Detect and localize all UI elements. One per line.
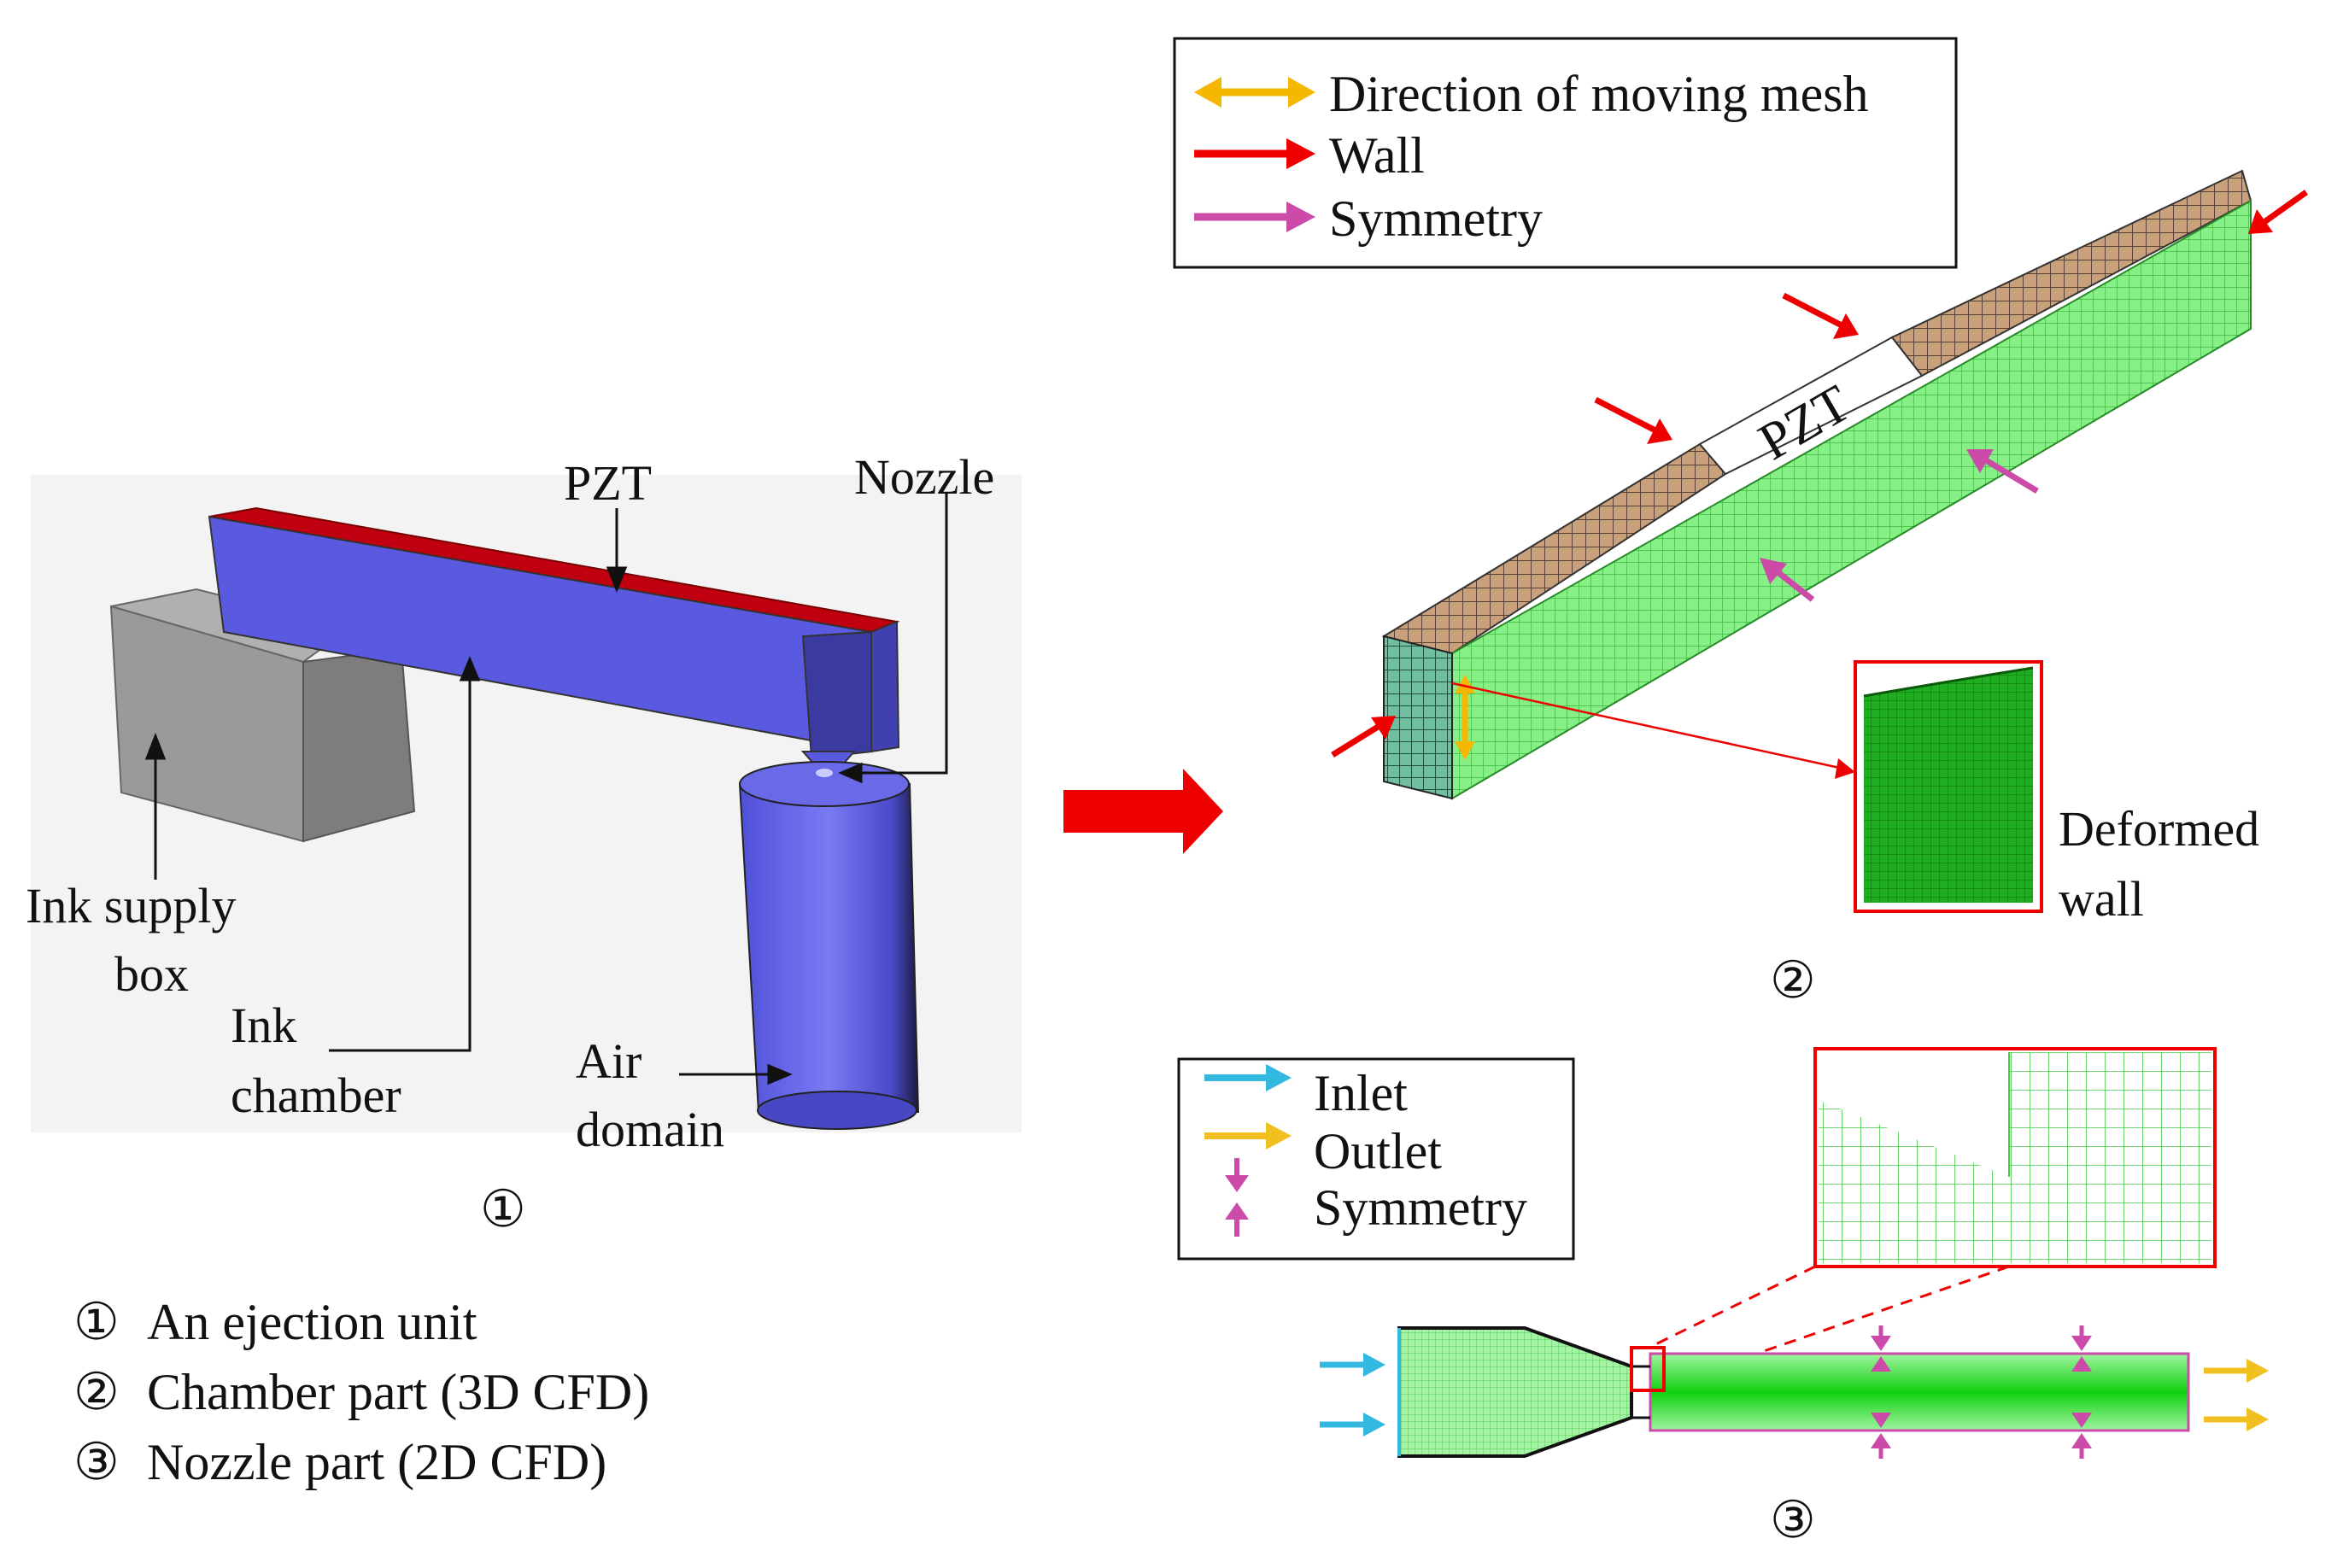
zoom-pointer-line xyxy=(1451,682,1844,770)
label-air-line1: Air xyxy=(576,1033,641,1089)
caption-list: ① An ejection unit ② Chamber part (3D CF… xyxy=(73,1294,649,1490)
chamber-mesh-3d: PZT xyxy=(1381,169,2252,800)
outlet-arrow-1 xyxy=(2204,1359,2269,1383)
zoom-dashed-line-1 xyxy=(1648,1265,1816,1349)
air-domain-pointer-arrowhead xyxy=(767,1063,793,1085)
wall-arrow-end-left xyxy=(1331,716,1396,758)
inlet-arrow-1 xyxy=(1320,1353,1385,1377)
symmetry-arrows-2d xyxy=(1871,1325,2092,1459)
symmetry-arrow-2 xyxy=(1760,558,1815,602)
ink-chamber-beam xyxy=(208,506,900,774)
deformed-wall-inset xyxy=(1854,660,2043,913)
wall-arrow-icon xyxy=(1194,138,1315,169)
opposing-arrows-icon xyxy=(1225,1158,1249,1237)
label-ink-chamber-line2: chamber xyxy=(231,1068,401,1123)
inlet-arrows xyxy=(1320,1353,1385,1436)
panel1-number: ① xyxy=(480,1181,526,1237)
panel3-number: ③ xyxy=(1770,1492,1816,1548)
outlet-arrows xyxy=(2204,1359,2269,1431)
nozzle-mesh-2d xyxy=(1397,1326,2190,1458)
caption-2-text: Chamber part (3D CFD) xyxy=(147,1364,649,1420)
legend-symmetry-2d-label: Symmetry xyxy=(1314,1179,1527,1236)
wall-arrows xyxy=(1331,190,2309,758)
label-air-line2: domain xyxy=(576,1102,724,1157)
label-pzt: PZT xyxy=(564,455,652,511)
legend-symmetry-label: Symmetry xyxy=(1329,190,1543,247)
legend-wall-label: Wall xyxy=(1329,127,1425,184)
wall-arrow-top-1 xyxy=(1594,396,1672,444)
transition-arrow-icon xyxy=(1063,769,1223,854)
label-ink-chamber-line1: Ink xyxy=(231,998,296,1053)
air-domain-cylinder xyxy=(738,761,920,1130)
legend-inlet-label: Inlet xyxy=(1314,1065,1408,1121)
panel-ejection-unit: PZT Nozzle Ink supply box Ink chamber Ai… xyxy=(26,449,1022,1237)
caption-2-marker: ② xyxy=(73,1364,120,1420)
symmetry-pair-top-2 xyxy=(2071,1325,2092,1372)
legend-chamber: Direction of moving mesh Wall Symmetry xyxy=(1173,37,1958,269)
caption-1-text: An ejection unit xyxy=(147,1294,477,1350)
moving-mesh-arrow-icon xyxy=(1455,675,1475,760)
ink-supply-pointer-arrowhead xyxy=(144,732,167,760)
panel2-number: ② xyxy=(1770,952,1816,1009)
outlet-arrow-icon xyxy=(1204,1122,1292,1150)
legend-nozzle: Inlet Outlet Symmetry xyxy=(1177,1057,1575,1261)
pzt-strip xyxy=(1698,336,1924,476)
deformed-wall-label-line1: Deformed xyxy=(2059,801,2259,857)
zoom-marker-box xyxy=(1630,1346,1666,1392)
zoom-pointer-arrowhead xyxy=(1835,758,1855,779)
label-nozzle: Nozzle xyxy=(854,449,994,505)
caption-3-marker: ③ xyxy=(73,1434,120,1490)
pzt-pointer-arrowhead xyxy=(606,566,628,594)
nozzle-pointer-arrowhead xyxy=(838,762,863,784)
deformed-wall-label-line2: wall xyxy=(2059,871,2144,927)
inlet-arrow-2 xyxy=(1320,1413,1385,1436)
panel-chamber-3d: Direction of moving mesh Wall Symmetry P… xyxy=(1173,37,2309,1009)
double-arrow-icon xyxy=(1194,77,1315,108)
symmetry-pair-bottom-2 xyxy=(2071,1413,2092,1459)
panel1-leader-lines xyxy=(144,494,948,1085)
legend-outlet-label: Outlet xyxy=(1314,1123,1442,1179)
outlet-arrow-2 xyxy=(2204,1407,2269,1431)
caption-3-text: Nozzle part (2D CFD) xyxy=(147,1434,606,1490)
symmetry-pair-top-1 xyxy=(1871,1325,1891,1372)
label-ink-supply-line1: Ink supply xyxy=(26,878,237,933)
ink-chamber-pointer-arrowhead xyxy=(459,656,481,682)
inlet-arrow-icon xyxy=(1204,1064,1292,1091)
symmetry-arrows-3d xyxy=(1760,449,2039,602)
caption-1-marker: ① xyxy=(73,1294,120,1350)
legend-moving-mesh-label: Direction of moving mesh xyxy=(1329,66,1869,122)
label-ink-supply-line2: box xyxy=(114,946,189,1002)
symmetry-arrow-icon xyxy=(1194,202,1315,232)
symmetry-pair-bottom-1 xyxy=(1871,1413,1891,1459)
nozzle-zoom-inset xyxy=(1813,1047,2217,1268)
panel-nozzle-2d: Inlet Outlet Symmetry xyxy=(1177,1047,2269,1548)
wall-arrow-top-2 xyxy=(1782,292,1859,339)
legend-nozzle-box xyxy=(1177,1057,1575,1261)
symmetry-arrow-1 xyxy=(1966,449,2039,494)
wall-arrow-end-right xyxy=(2248,190,2309,234)
